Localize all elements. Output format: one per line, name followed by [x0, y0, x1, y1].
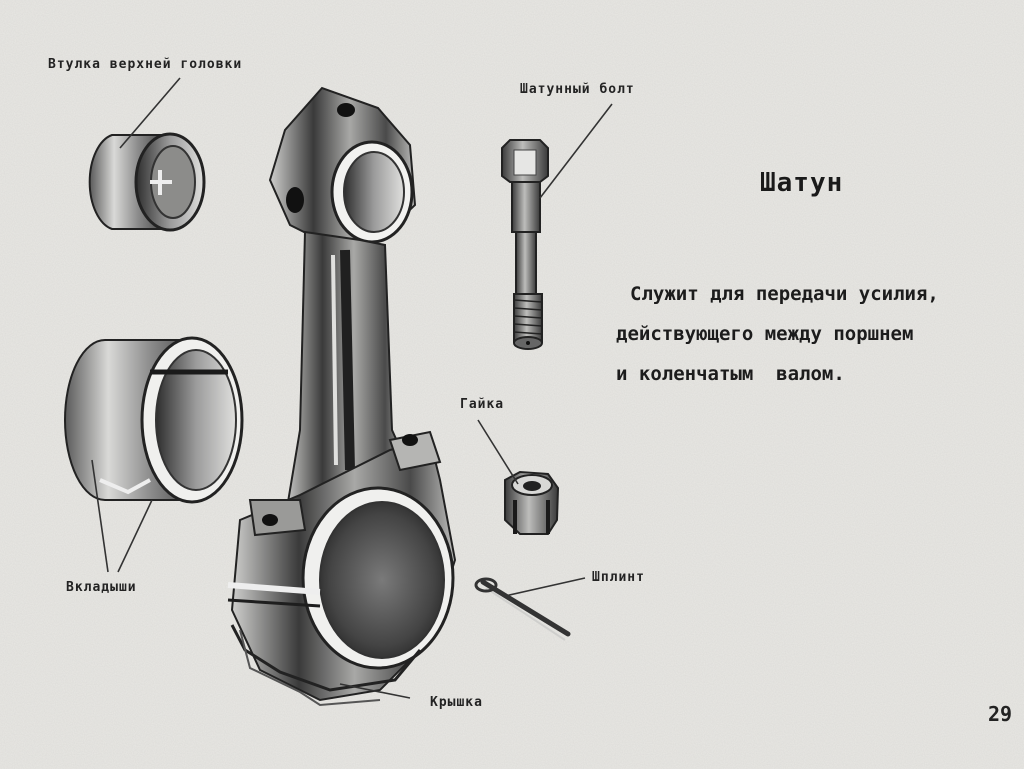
connecting-rod-bolt [501, 139, 549, 350]
liner-shells [64, 336, 244, 504]
label-cotter: Шплинт [592, 570, 645, 585]
castle-nut [504, 470, 560, 535]
leader-lines [91, 77, 613, 699]
label-liners: Вкладыши [66, 580, 137, 595]
slide-title: Шатун [760, 168, 844, 198]
page-number: 29 [988, 702, 1013, 726]
label-bolt: Шатунный болт [520, 82, 635, 97]
description-line: Служит для передачи усилия, [630, 283, 939, 305]
top-bushing [88, 132, 206, 232]
description-line: и коленчатым валом. [616, 363, 845, 385]
cotter-pin [474, 577, 571, 641]
connecting-rod [227, 86, 457, 707]
label-cap: Крышка [430, 695, 483, 710]
label-nut: Гайка [460, 397, 505, 412]
label-bushing: Втулка верхней головки [48, 57, 243, 72]
description: Служит для передачи усилия, действующего… [616, 274, 1006, 394]
description-line: действующего между поршнем [616, 323, 914, 345]
